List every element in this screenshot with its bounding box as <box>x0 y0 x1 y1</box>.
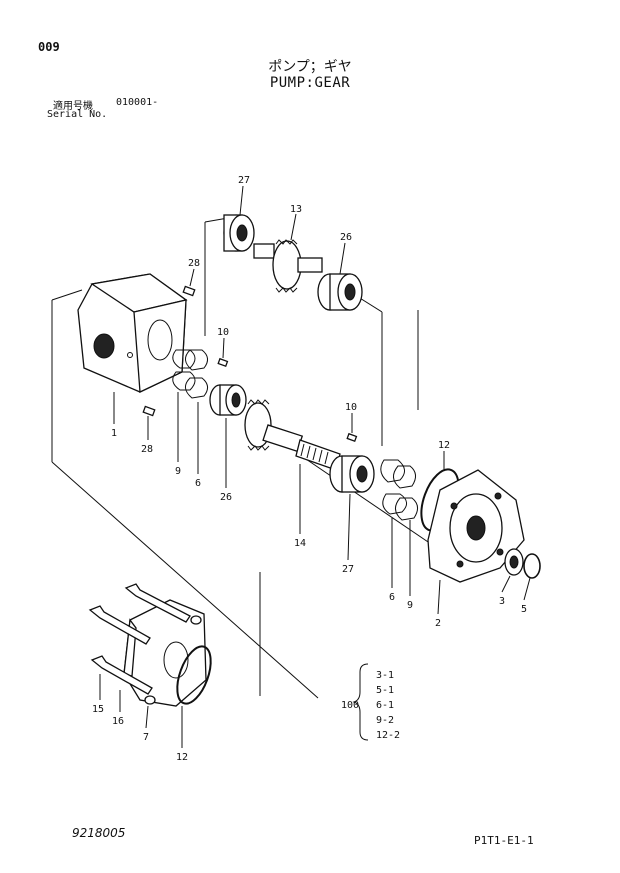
bushing-lower <box>329 455 375 493</box>
bushing-upper-right <box>317 273 363 311</box>
kit-contents-list: 3-1 5-1 6-1 9-2 12-2 <box>376 668 400 743</box>
callout-14: 14 <box>294 538 306 549</box>
pump-cover <box>427 469 525 583</box>
callout-10-left: 10 <box>217 327 229 338</box>
kit-item: 12-2 <box>376 730 401 741</box>
bushing-middle <box>209 384 247 416</box>
serial-number: 010001- <box>116 97 159 108</box>
title-english: PUMP:GEAR <box>269 75 351 91</box>
pump-body <box>77 273 188 393</box>
key-left <box>217 357 229 368</box>
pin-upper <box>182 285 196 297</box>
callout-28-lower: 28 <box>141 444 153 455</box>
callout-10-right: 10 <box>345 402 357 413</box>
page-number: 009 <box>38 40 60 54</box>
callout-13: 13 <box>290 204 302 215</box>
kit-item: 5-1 <box>376 685 395 696</box>
callout-6-left: 6 <box>195 478 201 489</box>
callout-16: 16 <box>112 716 124 727</box>
callout-27-lower: 27 <box>342 564 354 575</box>
snap-ring <box>523 553 541 579</box>
callout-3: 3 <box>499 596 505 607</box>
callout-26-lower: 26 <box>220 492 232 503</box>
kit-item: 9-2 <box>376 715 395 726</box>
callout-27-upper: 27 <box>238 175 250 186</box>
title-japanese: ポンプ；ギヤ <box>268 59 352 75</box>
page-id: P1T1-E1-1 <box>474 834 534 847</box>
serial-label-japanese: 適用号機 <box>53 101 93 112</box>
document-number: 9218005 <box>72 826 126 840</box>
callout-26-upper: 26 <box>340 232 352 243</box>
callout-9-right: 9 <box>407 600 413 611</box>
drive-gear-shaft <box>244 399 341 471</box>
seal-rings-right <box>380 459 418 521</box>
kit-number: 100 <box>341 700 360 711</box>
serial-label-english: Serial No. <box>47 109 108 120</box>
leader-lines <box>99 185 531 748</box>
callout-7: 7 <box>143 732 149 743</box>
kit-item: 3-1 <box>376 670 395 681</box>
callout-9-left: 9 <box>175 466 181 477</box>
o-ring-flange <box>176 645 212 705</box>
callout-2: 2 <box>435 618 441 629</box>
pin-lower <box>142 405 156 417</box>
callout-28-upper: 28 <box>188 258 200 269</box>
callout-15: 15 <box>92 704 104 715</box>
bolts <box>88 583 191 695</box>
washers <box>144 615 202 705</box>
oil-seal <box>504 548 524 576</box>
callout-5: 5 <box>521 604 527 615</box>
callout-6-right: 6 <box>389 592 395 603</box>
callout-12-lower: 12 <box>176 752 188 763</box>
seal-rings-left <box>172 349 208 399</box>
bushing-upper <box>223 214 255 252</box>
driven-gear <box>253 239 323 293</box>
kit-item: 6-1 <box>376 700 395 711</box>
callout-12-right: 12 <box>438 440 450 451</box>
key-right <box>346 432 358 443</box>
callout-1: 1 <box>111 428 117 439</box>
